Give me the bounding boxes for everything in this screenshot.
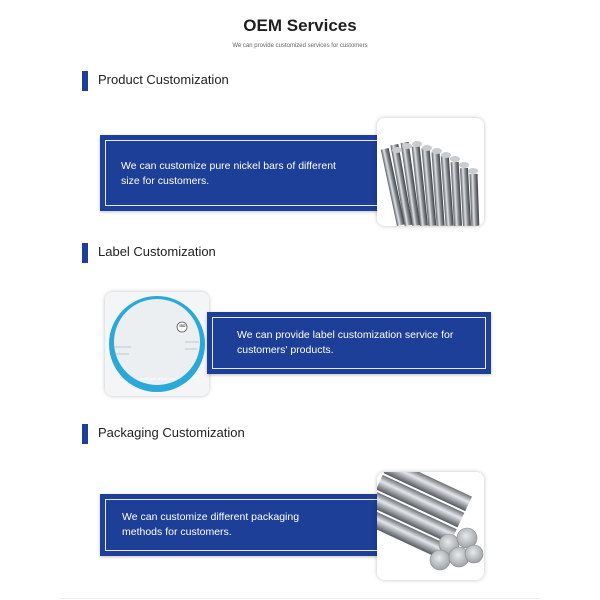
label-sticker-image [105, 292, 209, 396]
label-sticker-photo: ISO www.zcs-alloy.com [105, 292, 209, 396]
nickel-bars-image [377, 118, 484, 226]
label-website-text: www.zcs-alloy.com [139, 376, 177, 381]
stacked-bars-photo [377, 472, 484, 580]
product-customization-text: We can customize pure nickel bars of dif… [121, 160, 336, 187]
heading-accent-bar [82, 243, 88, 263]
heading-accent-bar [82, 71, 88, 91]
label-customization-panel: We can provide label customization servi… [207, 312, 491, 374]
footer-divider [60, 598, 540, 599]
page-subtitle: We can provide customized services for c… [232, 43, 368, 49]
section-heading-label: Packaging Customization [98, 425, 245, 440]
section-heading-label: Label Customization [98, 244, 216, 259]
packaging-customization-text: We can customize different packaging met… [122, 511, 300, 538]
nickel-bars-photo [377, 118, 484, 226]
iso-badge: ISO [179, 324, 186, 328]
packaging-customization-panel: We can customize different packaging met… [100, 494, 385, 556]
heading-accent-bar [82, 424, 88, 444]
stacked-bars-image [377, 472, 484, 580]
panel-inner-border [212, 317, 486, 369]
page-title: OEM Services [243, 16, 357, 35]
label-customization-text: We can provide label customization servi… [237, 329, 454, 356]
section-heading-label: Product Customization [98, 72, 229, 87]
product-customization-panel: We can customize pure nickel bars of dif… [100, 135, 385, 211]
